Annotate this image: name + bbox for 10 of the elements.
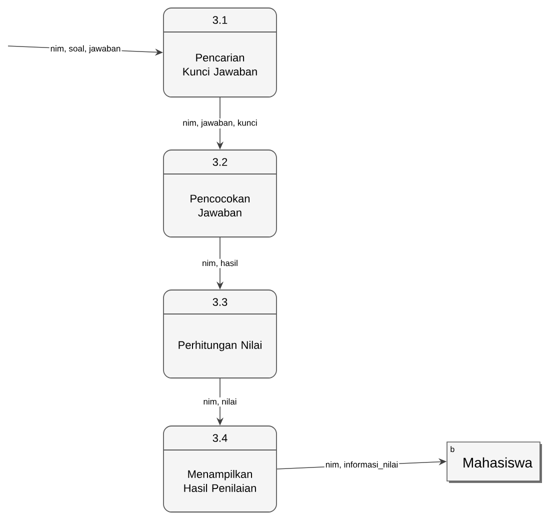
process-box: 3.2 Pencocokan Jawaban xyxy=(163,150,277,238)
edge-label: nim, informasi_nilai xyxy=(326,461,398,470)
edge-label: nim, nilai xyxy=(204,398,236,406)
edge-label: nim, jawaban, kunci xyxy=(183,120,257,128)
edge-label: nim, hasil xyxy=(202,260,238,268)
process-box: 3.1 Pencarian Kunci Jawaban xyxy=(163,8,277,98)
process-box: 3.4 Menampilkan Hasil Penilaian xyxy=(163,426,277,512)
process-box: 3.3 Perhitungan Nilai xyxy=(163,290,277,378)
edge-label: nim, soal, jawaban xyxy=(50,45,120,54)
external-entity-box: b Mahasiswa xyxy=(446,442,542,483)
